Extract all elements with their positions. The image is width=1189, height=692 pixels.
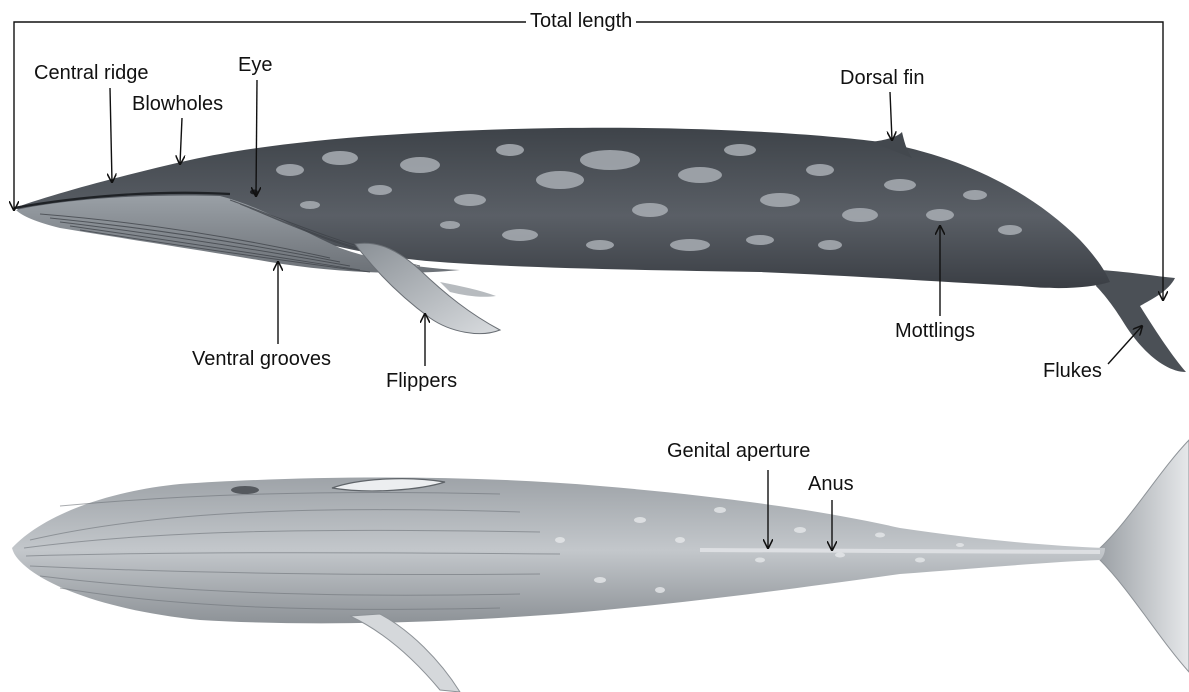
dorsal-fin-pointer [890, 92, 892, 140]
label-flippers: Flippers [386, 370, 457, 392]
whale-lateral-view [14, 128, 1186, 372]
label-ventral-grooves: Ventral grooves [192, 348, 331, 370]
eye-pointer [256, 80, 257, 196]
ventral-flukes-shape [1100, 440, 1189, 672]
label-dorsal-fin: Dorsal fin [840, 67, 924, 89]
label-eye: Eye [238, 54, 272, 76]
label-mottlings: Mottlings [895, 320, 975, 342]
label-total-length: Total length [526, 10, 636, 32]
label-central-ridge: Central ridge [34, 62, 149, 84]
ventral-flipper-bottom [350, 614, 460, 692]
flukes-pointer [1108, 326, 1142, 364]
label-genital-aperture: Genital aperture [667, 440, 810, 462]
label-blowholes: Blowholes [132, 93, 223, 115]
whale-ventral-view [12, 440, 1189, 692]
flukes-shape [1096, 270, 1186, 372]
eye-mark [250, 190, 258, 195]
ventral-eye-mark [231, 486, 259, 494]
central-ridge-pointer [110, 88, 112, 182]
blowholes-pointer [180, 118, 182, 164]
label-anus: Anus [808, 473, 854, 495]
ventral-midline [700, 550, 1100, 552]
label-flukes: Flukes [1043, 360, 1102, 382]
